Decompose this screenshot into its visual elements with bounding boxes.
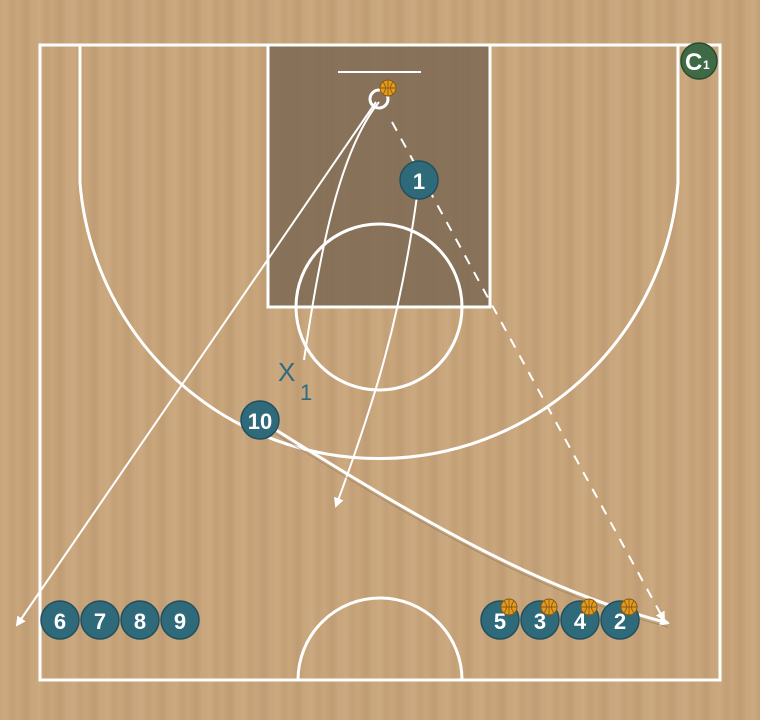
coach-c1[interactable]: C 1 <box>680 42 718 80</box>
player-9[interactable]: 9 <box>160 600 200 640</box>
ball-icon <box>379 79 397 97</box>
player-circle <box>399 160 439 200</box>
player-number: 4 <box>574 609 587 634</box>
player-6[interactable]: 6 <box>40 600 80 640</box>
player-7[interactable]: 7 <box>80 600 120 640</box>
coach-sub: 1 <box>703 58 710 72</box>
player-circle <box>80 600 120 640</box>
dribble-line-player-10 <box>275 428 670 626</box>
player-number: 5 <box>494 609 506 634</box>
player-number: 3 <box>534 609 546 634</box>
free-throw-circle <box>294 222 464 392</box>
ball-icon <box>580 598 598 616</box>
center-circle <box>296 596 464 681</box>
player-number: 7 <box>94 609 106 634</box>
player-number: 10 <box>248 409 272 434</box>
defender-sub: 1 <box>300 380 312 405</box>
player-circle <box>40 600 80 640</box>
player-1[interactable]: 1 <box>399 160 439 200</box>
player-number: 8 <box>134 609 146 634</box>
ball-icon <box>620 598 638 616</box>
cut-line-player-1 <box>334 195 418 508</box>
player-circle <box>120 600 160 640</box>
player-circle <box>160 600 200 640</box>
defender-x1[interactable]: X 1 <box>278 357 312 405</box>
pass-line-to-corner <box>15 101 377 627</box>
coach-label: C <box>685 49 702 76</box>
player-8[interactable]: 8 <box>120 600 160 640</box>
three-point-line <box>78 45 680 461</box>
player-10[interactable]: 10 <box>240 400 280 440</box>
dribble-shadow <box>275 433 669 628</box>
ball-icon <box>500 598 518 616</box>
ball-icon <box>540 598 558 616</box>
coach-circle <box>680 42 718 80</box>
cut-line-defender <box>303 101 380 361</box>
player-circle <box>240 400 280 440</box>
hoop <box>368 88 390 110</box>
player-number: 2 <box>614 609 626 634</box>
player-number: 6 <box>54 609 66 634</box>
court-lines <box>38 43 722 682</box>
paint-area <box>266 43 492 309</box>
player-number: 9 <box>174 609 186 634</box>
player-number: 1 <box>413 169 425 194</box>
defender-label: X <box>278 357 295 387</box>
